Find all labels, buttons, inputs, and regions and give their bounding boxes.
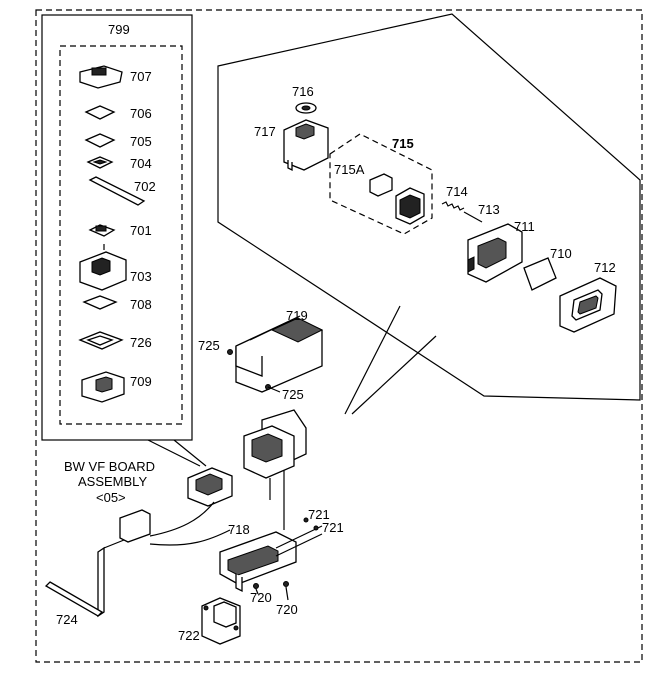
kit-part-704-label: 704: [130, 156, 152, 171]
part-721a-label: 721: [308, 507, 330, 522]
kit-part-726-label: 726: [130, 335, 152, 350]
kit-leader-left: [147, 439, 201, 467]
leader-720b: [285, 586, 289, 601]
exploded-leader-2: [351, 335, 437, 415]
part-725a-label: 725: [198, 338, 220, 353]
flex-cable-724-icon: [44, 539, 125, 618]
part-713-icon: [463, 211, 483, 223]
kit-part-705-label: 705: [130, 134, 152, 149]
main-assembly: 719 725 725 BW VF BOARD ASSEMBLY <05> 72…: [44, 308, 344, 645]
part-715A-label: 715A: [334, 162, 365, 177]
assembly-line1: BW VF BOARD: [64, 459, 155, 474]
part-725b-label: 725: [282, 387, 304, 402]
part-715A-icon: [369, 173, 393, 197]
part-711-label: 711: [514, 219, 535, 234]
part-716-icon: [295, 102, 317, 114]
bracket-722-icon: [201, 597, 241, 645]
part-701-icon: [88, 224, 116, 237]
screw-720b-icon: [283, 581, 289, 587]
screw-721a-icon: [303, 517, 309, 523]
kit-part-701-label: 701: [130, 223, 152, 238]
part-719-icon: [235, 315, 324, 393]
kit-box-inner-dash: [59, 45, 183, 425]
screw-721b-icon: [313, 525, 319, 531]
kit-part-708-label: 708: [130, 297, 152, 312]
kit-box-outline: [41, 14, 193, 441]
part-709-icon: [81, 371, 125, 403]
group-715-dash-box: [329, 133, 433, 235]
assembly-line2: ASSEMBLY: [78, 474, 147, 489]
part-718-label: 718: [228, 522, 250, 537]
part-706-icon: [84, 105, 116, 120]
assembly-code: <05>: [96, 490, 126, 505]
kit-part-707-label: 707: [130, 69, 152, 84]
part-702-icon: [88, 176, 146, 206]
part-710-label: 710: [550, 246, 572, 261]
exploded-box: 716 717 715 715A 714 713 711 710 712: [217, 13, 641, 415]
kit-box-label: 799: [108, 22, 130, 37]
part-705-icon: [84, 133, 116, 148]
part-715-label: 715: [392, 136, 414, 151]
part-704-icon: [86, 156, 114, 169]
part-717-label: 717: [254, 124, 276, 139]
leader-725b: [267, 386, 281, 393]
part-707-icon: [79, 65, 123, 89]
screw-725a-icon: [227, 349, 233, 355]
part-720b-label: 720: [276, 602, 298, 617]
leader-720a: [255, 588, 259, 595]
exploded-box-outline: [217, 13, 641, 401]
exploded-leader-1: [344, 305, 401, 415]
part-712-icon: [559, 277, 617, 333]
kit-part-709-label: 709: [130, 374, 152, 389]
kit-part-702-label: 702: [134, 179, 156, 194]
kit-leader-right: [173, 439, 207, 467]
part-724-label: 724: [56, 612, 78, 627]
part-711-icon: [467, 223, 523, 283]
part-703-icon: [79, 244, 127, 291]
outer-frame: [35, 9, 643, 663]
part-717-icon: [283, 119, 329, 172]
part-722-label: 722: [178, 628, 200, 643]
part-708-icon: [82, 295, 118, 310]
part-716-label: 716: [292, 84, 314, 99]
screw-720a-icon: [253, 583, 259, 589]
part-714-icon: [441, 201, 465, 211]
part-726-icon: [78, 331, 124, 350]
part-719-label: 719: [286, 308, 308, 323]
part-721b-label: 721: [322, 520, 344, 535]
part-712-label: 712: [594, 260, 616, 275]
bw-vf-board-icon: [119, 467, 233, 546]
kit-part-703-label: 703: [130, 269, 152, 284]
part-710-icon: [523, 257, 557, 291]
part-714-label: 714: [446, 184, 468, 199]
kit-part-706-label: 706: [130, 106, 152, 121]
part-715-icon: [395, 187, 425, 225]
part-713-label: 713: [478, 202, 500, 217]
part-720a-label: 720: [250, 590, 272, 605]
viewfinder-unit-icon: [243, 409, 307, 530]
kit-box-799: 799: [41, 14, 207, 467]
